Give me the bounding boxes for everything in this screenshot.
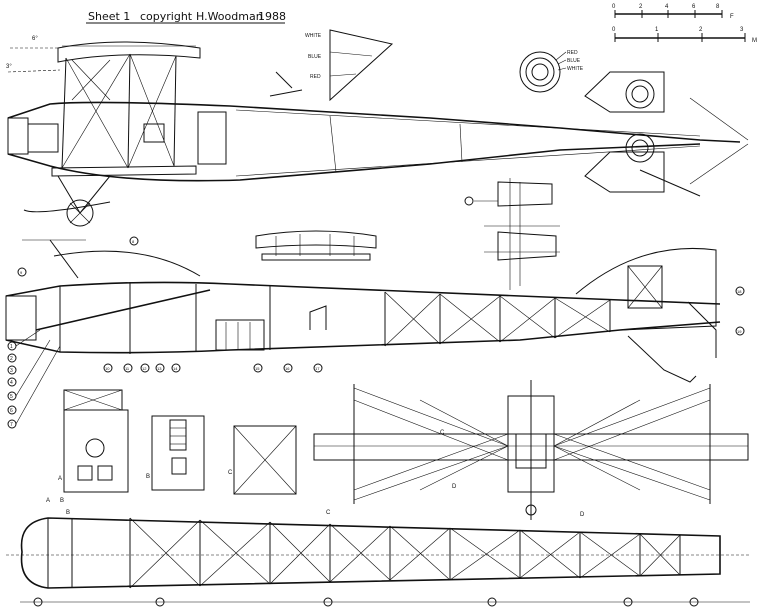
m-tick-1: 1: [655, 27, 659, 33]
callout-17: 17: [315, 366, 320, 371]
section-c: C: [228, 425, 297, 495]
roundel-detail: RED BLUE WHITE: [519, 50, 584, 93]
section-a: A: [58, 389, 129, 493]
section-b: B: [146, 415, 205, 491]
ring-blue-label: BLUE: [567, 58, 581, 64]
plan-section-d: D: [452, 484, 457, 490]
ring-red-label: RED: [567, 50, 578, 56]
m-tick-3: 3: [740, 27, 744, 33]
callout-16: 16: [285, 366, 290, 371]
ft-tick-0: 0: [612, 4, 616, 10]
angle-label-left: 3°: [6, 64, 12, 70]
callout-4: 4: [10, 380, 13, 386]
plan-bracing: [353, 387, 711, 501]
bottom-station-c: C: [326, 510, 331, 516]
m-tick-0: 0: [612, 27, 616, 33]
callout-13: 13: [157, 366, 162, 371]
callout-8: 8: [132, 239, 135, 244]
ring-white-label: WHITE: [567, 66, 584, 72]
section-b-label: B: [146, 474, 150, 480]
scale-bar-feet: 0 2 4 6 8 F: [612, 4, 734, 20]
fuselage-side-view: [5, 239, 721, 383]
section-c-label: C: [228, 470, 233, 476]
callout-3: 3: [10, 368, 13, 374]
callout-19: 19: [737, 329, 742, 334]
bottom-section-a: A: [46, 498, 50, 504]
elevator-detail: [464, 178, 560, 290]
callout-5: 5: [10, 394, 13, 400]
plan-section-c: C: [440, 430, 445, 436]
callouts-other: 8 9 10 11 12 13 14 15 16 17 18 19: [17, 236, 745, 373]
callout-7: 7: [10, 422, 13, 428]
scale-bar-metres: 0 1 2 3 M: [612, 27, 757, 44]
callout-2: 2: [10, 356, 13, 362]
title-block: Sheet 1 copyright H.Woodman 1988: [86, 10, 286, 24]
angle-label-top: 6°: [32, 36, 38, 42]
ft-unit: F: [730, 14, 734, 20]
callout-18: 18: [737, 289, 742, 294]
callout-9: 9: [20, 270, 23, 275]
stripe-white-label: WHITE: [305, 33, 322, 39]
plan-view: C D: [313, 380, 749, 520]
callout-6: 6: [10, 408, 13, 414]
callouts-left: 1 2 3 4 5 6 7: [7, 329, 61, 429]
copyright-label: copyright: [140, 10, 193, 23]
year-label: 1988: [258, 10, 286, 23]
sheet-label: Sheet 1: [88, 10, 130, 23]
ft-tick-8: 8: [716, 4, 720, 10]
fuselage-plan-view: A B C B D: [6, 498, 750, 607]
bottom-section-b: B: [60, 498, 64, 504]
ft-tick-4: 4: [665, 4, 669, 10]
callout-12: 12: [142, 366, 147, 371]
ft-tick-2: 2: [639, 4, 643, 10]
bottom-station-b: B: [66, 510, 70, 516]
callout-10: 10: [105, 366, 110, 371]
wing-detail-small: [255, 230, 377, 261]
stripe-red-label: RED: [310, 74, 321, 80]
author-label: H.Woodman: [196, 10, 263, 23]
callout-15: 15: [255, 366, 260, 371]
callout-11: 11: [125, 366, 130, 371]
callout-14: 14: [173, 366, 178, 371]
callout-1: 1: [10, 344, 13, 350]
m-tick-2: 2: [699, 27, 703, 33]
bottom-station-d: D: [580, 512, 585, 518]
side-elevation: 6° 3°: [6, 36, 749, 227]
section-a-label: A: [58, 476, 62, 482]
m-unit: M: [752, 38, 757, 44]
ft-tick-6: 6: [692, 4, 696, 10]
rudder-stripes-detail: WHITE BLUE RED: [305, 29, 394, 102]
stripe-blue-label: BLUE: [308, 54, 322, 60]
